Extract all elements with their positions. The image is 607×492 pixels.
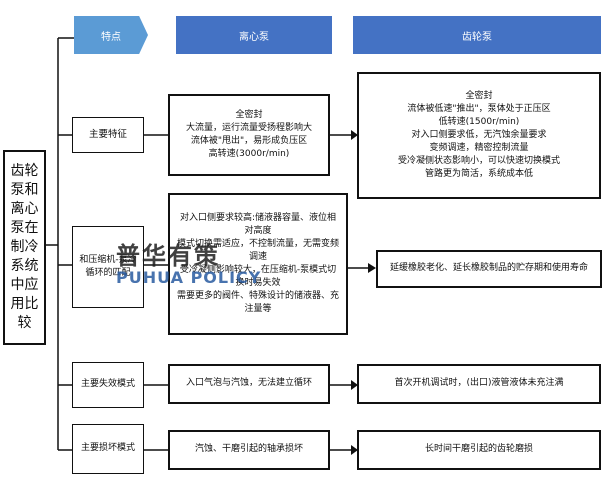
header-gear: 齿轮泵 bbox=[353, 16, 601, 54]
row-main-features-centrifugal: 全密封 大流量，运行流量受扬程影响大 流体被"甩出"，易形成负压区 高转速(30… bbox=[168, 94, 330, 176]
row-failure-mode-label: 主要失效模式 bbox=[80, 379, 135, 390]
row-main-features-gear-line: 受冷凝侧状态影响小，可以快速切换模式 bbox=[397, 156, 560, 167]
row-main-features-gear-line: 低转速(1500r/min) bbox=[438, 116, 520, 127]
row-compressor-match-centrifugal-line: 受冷凝侧影响较大，在压缩机-泵模式切换时易失效 bbox=[179, 265, 337, 289]
row-main-features-gear-line: 管路更为简活，系统成本低 bbox=[424, 169, 533, 180]
row-failure-mode-centrifugal-line: 入口气泡与汽蚀，无法建立循环 bbox=[185, 378, 312, 389]
row-failure-mode-gear-line: 首次开机调试时，(出口)液管液体未充注满 bbox=[394, 378, 564, 389]
root-node: 齿轮泵和离心泵在制冷系统中应用比较 bbox=[3, 150, 46, 345]
row-damage-mode-centrifugal: 汽蚀、干磨引起的轴承损坏 bbox=[168, 430, 330, 470]
row-compressor-match-gear: 延缓橡胶老化、延长橡胶制品的贮存期和使用寿命 bbox=[376, 250, 602, 288]
row-damage-mode-gear: 长时间干磨引起的齿轮磨损 bbox=[357, 430, 601, 470]
row-damage-mode-label-box: 主要损坏模式 bbox=[72, 424, 144, 474]
header-feature-label: 特点 bbox=[101, 31, 121, 43]
header-gear-label: 齿轮泵 bbox=[462, 31, 492, 43]
row-main-features-label-box: 主要特征 bbox=[72, 117, 144, 153]
row-main-features-gear-line: 对入口侧要求低，无汽蚀余量要求 bbox=[411, 129, 547, 140]
row-main-features-label: 主要特征 bbox=[88, 129, 127, 141]
row-compressor-match-label-box: 和压缩机-泵冷循环的匹配 bbox=[72, 226, 144, 308]
row-main-features-gear-line: 变频调速，精密控制流量 bbox=[429, 143, 529, 154]
row-failure-mode-gear: 首次开机调试时，(出口)液管液体未充注满 bbox=[357, 364, 601, 404]
row-main-features-centrifugal-line: 大流量，运行流量受扬程影响大 bbox=[185, 122, 312, 133]
header-centrifugal-label: 离心泵 bbox=[239, 31, 269, 43]
row-main-features-gear: 全密封 流体被低速"推出"，泵体处于正压区 低转速(1500r/min) 对入口… bbox=[357, 72, 601, 199]
row-failure-mode-label-box: 主要失效模式 bbox=[72, 362, 144, 408]
root-title: 齿轮泵和离心泵在制冷系统中应用比较 bbox=[10, 163, 39, 331]
row-compressor-match-centrifugal-line: 模式切换需适应，不控制流量，无需变频调速 bbox=[176, 238, 339, 262]
row-main-features-centrifugal-line: 流体被"甩出"，易形成负压区 bbox=[190, 136, 308, 146]
row-main-features-centrifugal-line: 高转速(3000r/min) bbox=[208, 149, 290, 160]
row-compressor-match-centrifugal-line: 对入口侧要求较高:储液器容量、液位相对高度 bbox=[179, 212, 337, 236]
row-main-features-gear-line: 流体被低速"推出"，泵体处于正压区 bbox=[407, 103, 551, 114]
header-feature: 特点 bbox=[74, 16, 148, 54]
header-centrifugal: 离心泵 bbox=[176, 16, 332, 54]
row-damage-mode-label: 主要损坏模式 bbox=[80, 443, 135, 454]
row-damage-mode-centrifugal-line: 汽蚀、干磨引起的轴承损坏 bbox=[194, 444, 303, 455]
row-damage-mode-gear-line: 长时间干磨引起的齿轮磨损 bbox=[424, 444, 533, 455]
row-main-features-centrifugal-line: 全密封 bbox=[235, 109, 263, 120]
row-compressor-match-centrifugal-line: 需要更多的阀件、特殊设计的储液器、充注量等 bbox=[176, 291, 339, 315]
row-compressor-match-label: 和压缩机-泵冷循环的匹配 bbox=[79, 254, 137, 278]
row-compressor-match-centrifugal: 对入口侧要求较高:储液器容量、液位相对高度 模式切换需适应，不控制流量，无需变频… bbox=[168, 193, 348, 335]
row-failure-mode-centrifugal: 入口气泡与汽蚀，无法建立循环 bbox=[168, 364, 330, 404]
row-main-features-gear-line: 全密封 bbox=[465, 90, 493, 101]
row-compressor-match-gear-line: 延缓橡胶老化、延长橡胶制品的贮存期和使用寿命 bbox=[389, 263, 588, 274]
